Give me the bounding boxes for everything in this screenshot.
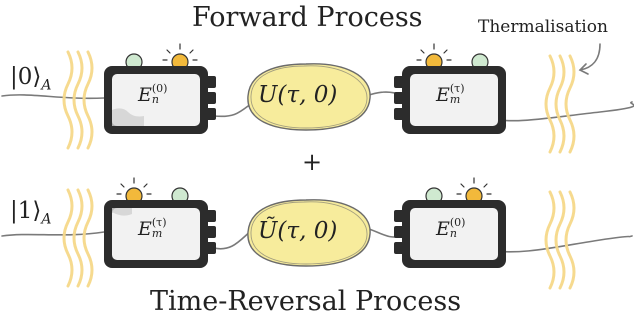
meter-label-base: E <box>138 218 152 240</box>
ket-bottom-sub: A <box>41 211 52 228</box>
unitary-label-top: U(τ, 0) <box>258 82 338 108</box>
meter-icon <box>104 43 216 134</box>
meter-label-sup: (τ) <box>449 82 465 95</box>
meter-label-base: E <box>436 84 450 106</box>
thermalisation-label: Thermalisation <box>478 17 608 37</box>
ket-bottom-text: |1⟩ <box>10 198 42 224</box>
wire-bottom-mid-a <box>213 229 253 250</box>
meter-label-bottom-left: E(τ)m <box>138 216 167 241</box>
meter-label-sub: m <box>151 227 163 240</box>
reverse-title: Time-Reversal Process <box>150 286 462 317</box>
ket-top-text: |0⟩ <box>10 64 42 90</box>
wire-top-mid-a <box>213 102 253 118</box>
meter-label-sup: (0) <box>449 216 466 229</box>
heat-wave-icon <box>544 54 576 154</box>
meter-label-sub: m <box>449 93 461 106</box>
meter-icon <box>104 177 216 268</box>
meter-icon <box>394 177 506 268</box>
unitary-blob-bottom <box>247 199 371 267</box>
heat-wave-icon <box>62 188 94 288</box>
plus-sign: + <box>302 148 323 176</box>
meter-label-sub: n <box>449 227 457 240</box>
ket-top: |0⟩A <box>10 64 51 94</box>
meter-label-base: E <box>138 84 152 106</box>
meter-label-sup: (τ) <box>151 216 167 229</box>
unitary-label-bottom: Ũ(τ, 0) <box>258 218 338 244</box>
heat-wave-icon <box>62 50 94 150</box>
wire-top-left <box>1 94 105 100</box>
meter-label-top-right: E(τ)m <box>436 82 465 107</box>
meter-icon <box>394 43 506 134</box>
meter-label-sup: (0) <box>151 82 168 95</box>
unitary-blob-top <box>247 63 371 131</box>
meter-label-bottom-right: E(0)n <box>436 216 466 241</box>
wire-bottom-right <box>487 235 633 253</box>
wire-bottom-left <box>1 231 105 237</box>
heat-wave-icon <box>544 190 576 290</box>
ket-top-sub: A <box>41 77 52 94</box>
forward-title: Forward Process <box>192 2 423 33</box>
meter-label-top-left: E(0)n <box>138 82 168 107</box>
curved-arrow-icon <box>578 43 601 75</box>
ket-bottom: |1⟩A <box>10 198 51 228</box>
meter-label-sub: n <box>151 93 159 106</box>
meter-label-base: E <box>436 218 450 240</box>
